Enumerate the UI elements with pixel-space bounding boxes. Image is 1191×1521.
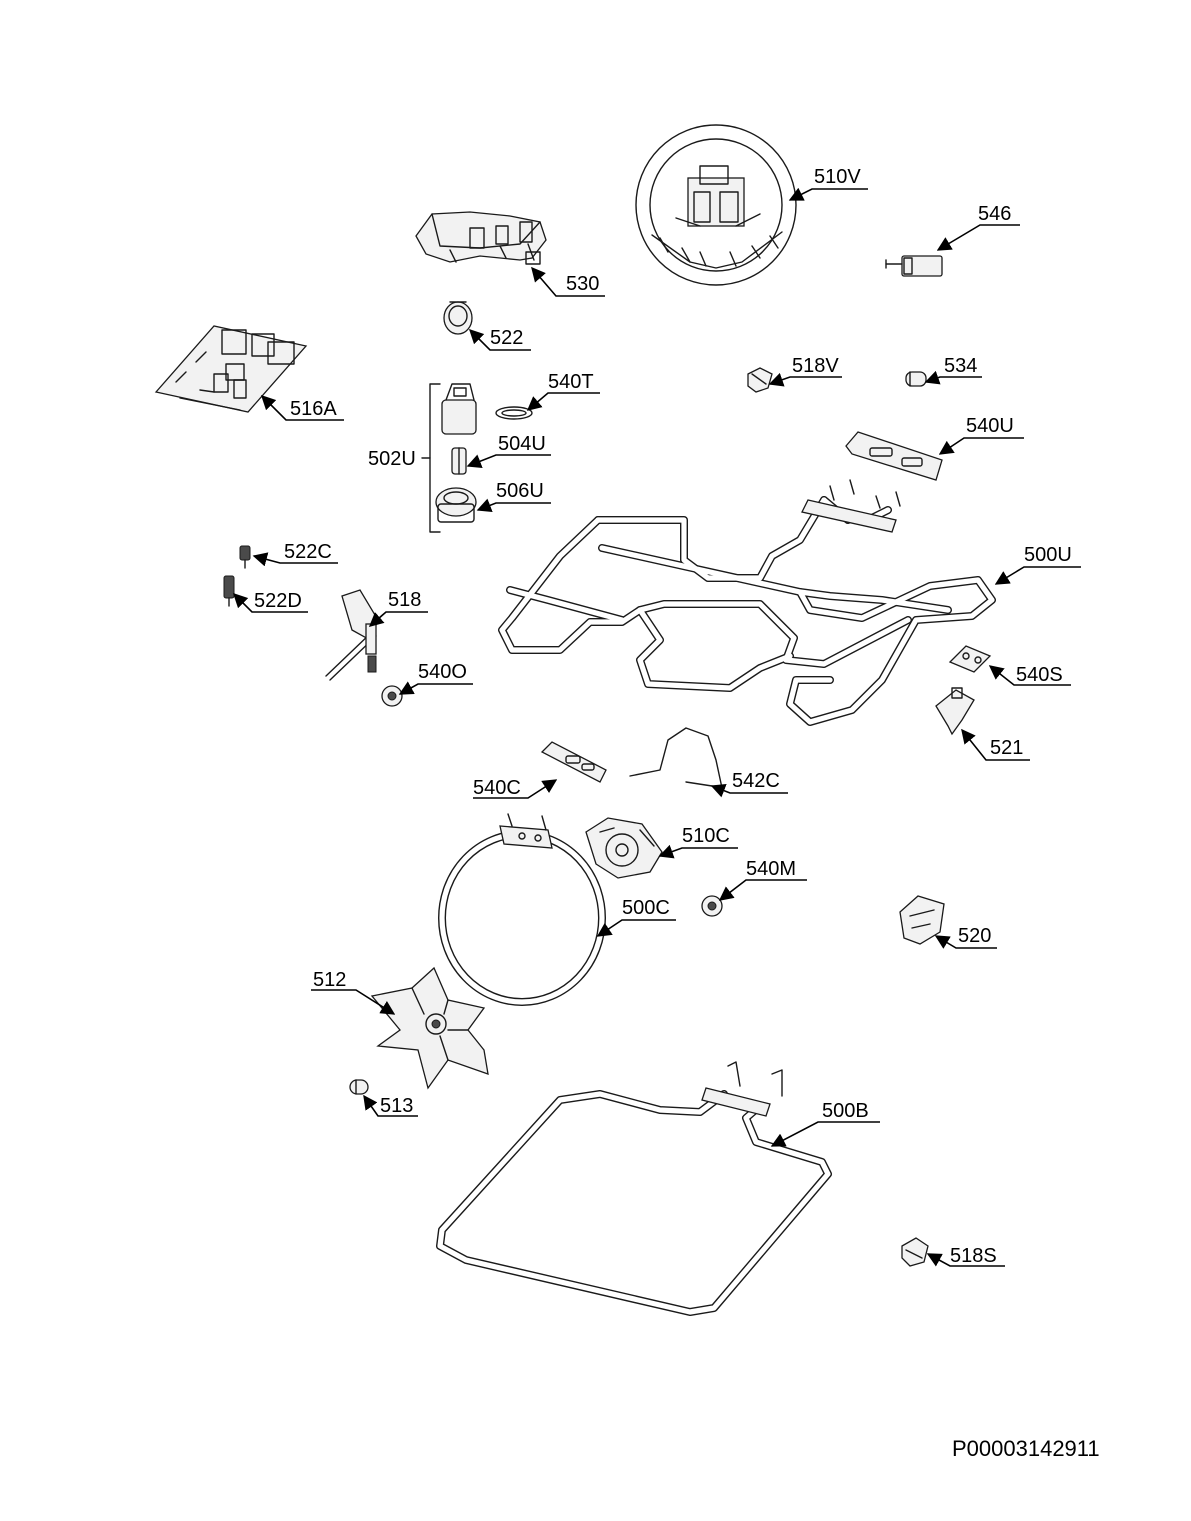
lamp-socket-drawing (441, 383, 477, 435)
gasket-540u-drawing (845, 431, 943, 481)
switch-546-drawing (885, 255, 943, 277)
label-540t: 540T (548, 371, 594, 393)
label-542c: 542C (732, 770, 780, 792)
thermostat-probe-518-drawing (325, 589, 379, 681)
label-520: 520 (958, 925, 991, 947)
screw-522c-drawing (239, 545, 251, 569)
label-504u: 504U (498, 433, 546, 455)
label-534: 534 (944, 355, 977, 377)
bracket-521-drawing (935, 687, 975, 736)
gasket-540t-drawing (495, 406, 533, 420)
lamp-glass-506u-drawing (435, 487, 477, 523)
terminal-block-530-drawing (415, 211, 547, 265)
label-500c: 500C (622, 897, 670, 919)
lamp-holder-522-drawing (443, 301, 473, 335)
grommet-540o-drawing (381, 685, 403, 707)
thermostat-bracket-518v-drawing (747, 367, 773, 393)
label-540u: 540U (966, 415, 1014, 437)
label-540c: 540C (473, 777, 521, 799)
top-heating-element-500u-drawing (498, 479, 996, 726)
label-518v: 518V (792, 355, 839, 377)
label-540m: 540M (746, 858, 796, 880)
gasket-540s-drawing (948, 645, 992, 673)
label-530: 530 (566, 273, 599, 295)
leader-lines (232, 187, 1081, 1267)
label-512: 512 (313, 969, 346, 991)
lamp-bulb-534-drawing (905, 371, 927, 387)
lamp-504u-drawing (451, 447, 467, 475)
gasket-540c-drawing (540, 741, 607, 783)
label-522d: 522D (254, 590, 302, 612)
label-506u: 506U (496, 480, 544, 502)
label-516a: 516A (290, 398, 337, 420)
label-510c: 510C (682, 825, 730, 847)
label-500u: 500U (1024, 544, 1072, 566)
label-521: 521 (990, 737, 1023, 759)
spring-clip-542c-drawing (629, 727, 723, 789)
part-labels: 510V 546 530 522 516A 518V 534 540T 540U… (254, 166, 1100, 1461)
label-540o: 540O (418, 661, 467, 683)
circular-element-500c-drawing (438, 813, 606, 1006)
label-502u: 502U (368, 448, 416, 470)
drawing-code: P00003142911 (952, 1436, 1100, 1461)
fan-motor-510v-drawing (635, 124, 797, 286)
lamp-assembly-502u-bracket (421, 383, 441, 533)
label-510v: 510V (814, 166, 861, 188)
label-518: 518 (388, 589, 421, 611)
label-546: 546 (978, 203, 1011, 225)
label-522: 522 (490, 327, 523, 349)
nut-513-drawing (349, 1079, 369, 1095)
fan-blade-512-drawing (370, 966, 489, 1090)
control-pcb-516a-drawing (154, 325, 308, 413)
label-500b: 500B (822, 1100, 869, 1122)
bracket-518s-drawing (901, 1237, 929, 1267)
label-540s: 540S (1016, 664, 1063, 686)
bottom-element-500b-drawing (436, 1061, 832, 1316)
screw-522d-drawing (223, 575, 235, 607)
grommet-540m-drawing (701, 895, 723, 917)
label-513: 513 (380, 1095, 413, 1117)
label-522c: 522C (284, 541, 332, 563)
label-518s: 518S (950, 1245, 997, 1267)
convection-motor-510c-drawing (585, 817, 663, 879)
door-switch-520-drawing (899, 895, 945, 945)
